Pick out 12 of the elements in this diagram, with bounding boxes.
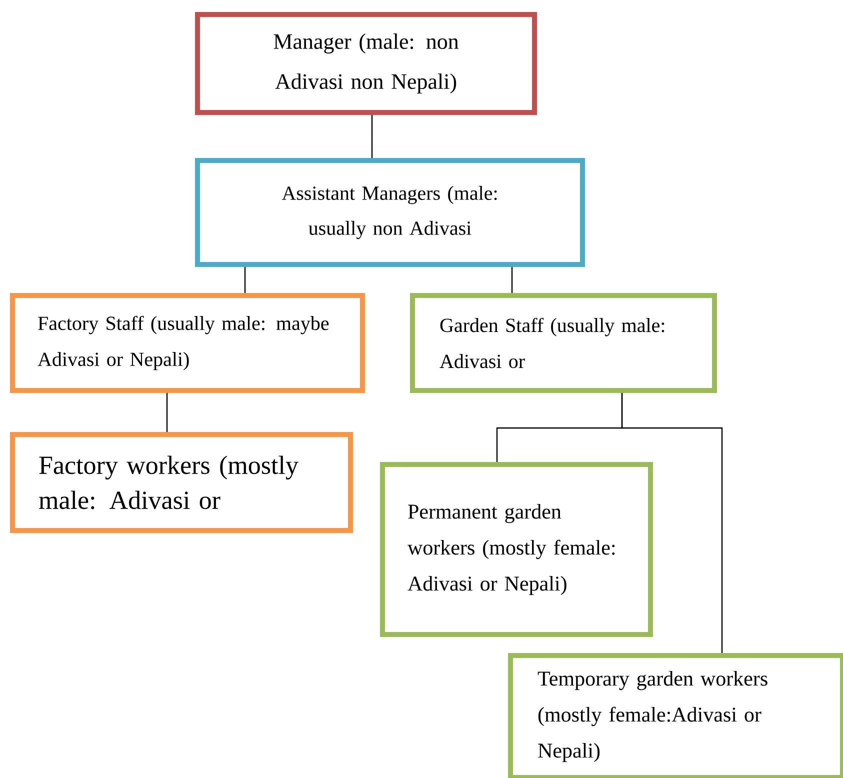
org-box: Factory Staff (usually male: maybe Adivasi or Nepali) xyxy=(10,293,365,393)
connector-line xyxy=(371,115,373,158)
org-box: Temporary garden workers (mostly female:Adivasi or Nepali) xyxy=(508,653,843,778)
org-box: Permanent garden workers (mostly female: Adivasi or Nepali) xyxy=(380,462,653,637)
org-box: Assistant Managers (male: usually non Adivasi xyxy=(195,158,585,267)
connector-line xyxy=(166,393,168,432)
org-box: Garden Staff (usually male: Adivasi or xyxy=(410,293,717,393)
connector-line xyxy=(244,267,246,293)
org-box: Manager (male: non Adivasi non Nepali) xyxy=(195,12,537,115)
connector-line xyxy=(621,393,723,653)
connector-line xyxy=(511,267,513,293)
org-box: Factory workers (mostly male: Adivasi or xyxy=(10,432,353,533)
